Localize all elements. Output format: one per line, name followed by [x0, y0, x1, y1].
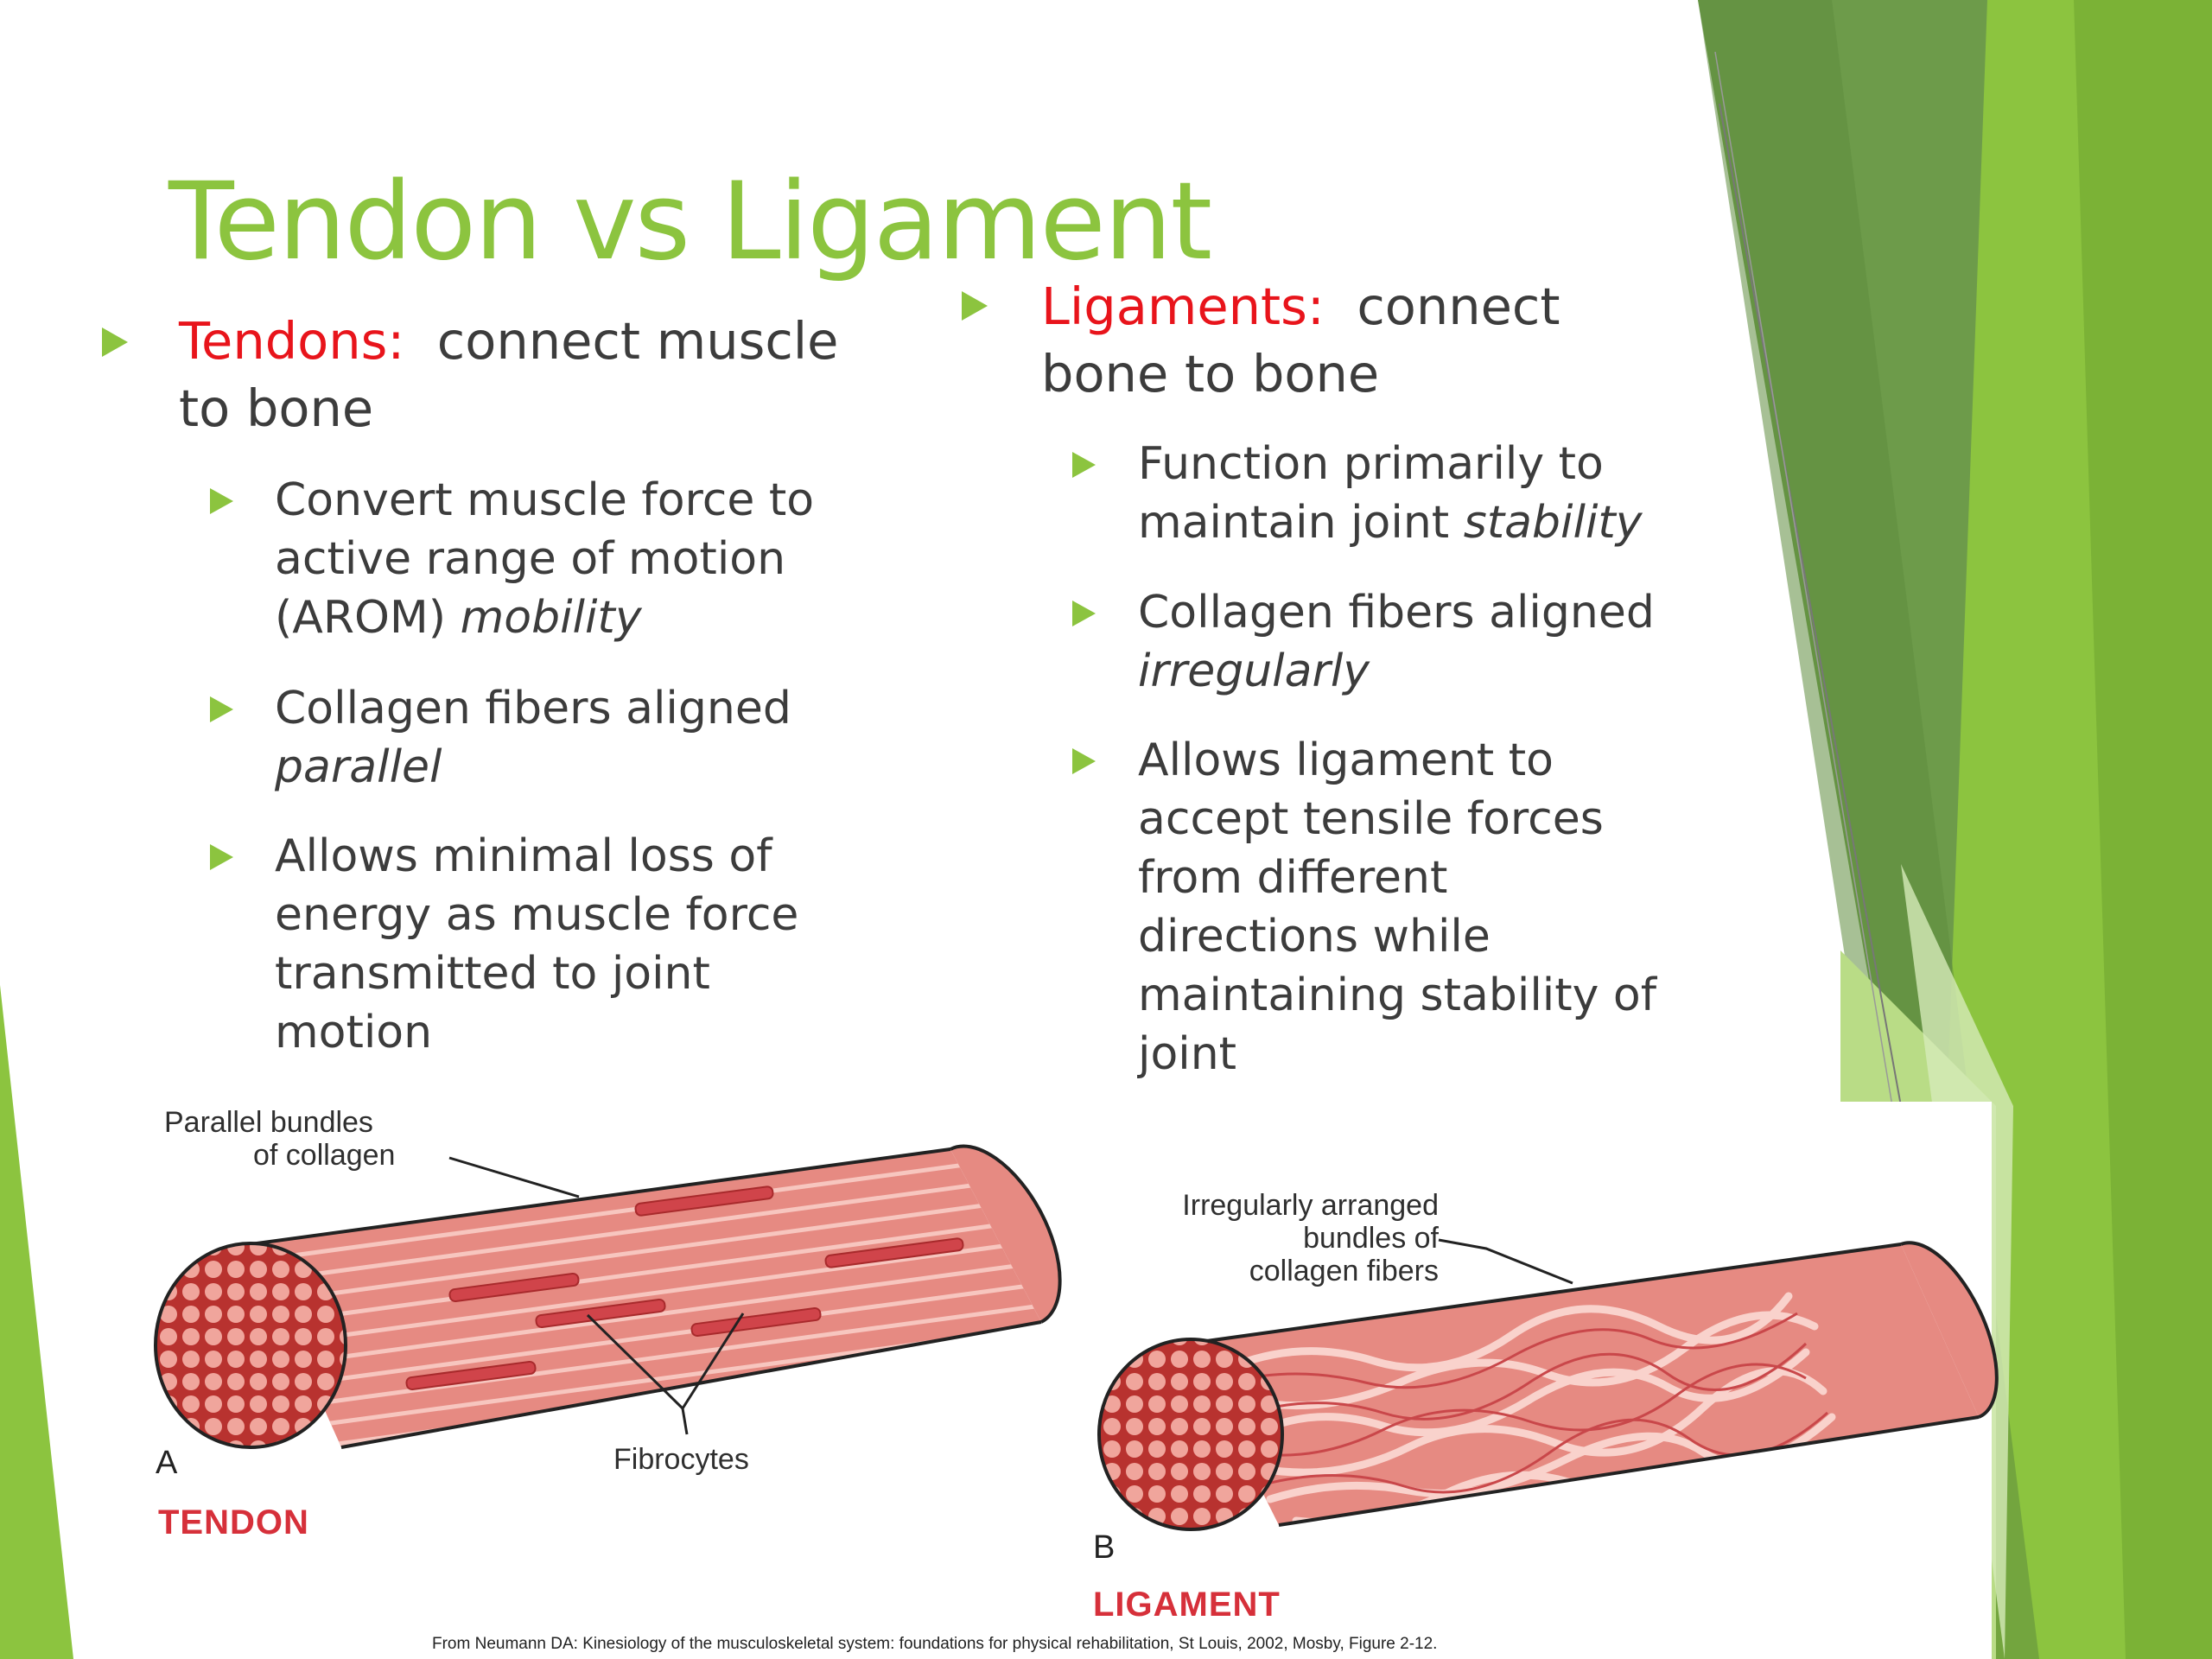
ligament-point-3-line-1: Allows ligament to — [1138, 734, 1554, 786]
tendon-illustration — [154, 1144, 1062, 1449]
bullet-icon — [1072, 601, 1096, 626]
ligament-label-line-2: bundles of — [1303, 1222, 1439, 1255]
tendon-point-2: Collagen fibers aligned parallel — [275, 679, 880, 797]
ligament-label: Irregularly arranged bundles of collagen… — [1097, 1189, 1439, 1287]
ligament-illustration — [1097, 1238, 1999, 1531]
tendon-point-2-italic: parallel — [275, 741, 442, 793]
figure-letter-b: B — [1093, 1529, 1116, 1566]
bullet-icon — [210, 488, 233, 514]
tendons-heading: Tendons: connect muscle to bone — [179, 308, 870, 442]
ligaments-line2: bone to bone — [1041, 344, 1380, 404]
figure-citation: From Neumann DA: Kinesiology of the musc… — [432, 1635, 1438, 1653]
ligament-point-3-line-5: maintaining stability of — [1138, 969, 1657, 1021]
ligament-point-3-line-4: directions while — [1138, 911, 1491, 963]
ligament-point-3-line-3: from different — [1138, 852, 1448, 904]
ligament-point-3: Allows ligament to accept tensile forces… — [1138, 731, 1760, 1084]
ligaments-line1: connect — [1357, 276, 1560, 336]
figure-letter-a: A — [156, 1445, 178, 1481]
tendon-label-line-2: of collagen — [253, 1139, 396, 1172]
tendon-point-1-line-1: Convert muscle force to — [275, 474, 815, 526]
ligaments-term: Ligaments: — [1041, 276, 1325, 336]
tendon-point-1-italic: mobility — [460, 592, 642, 644]
slide-title: Tendon vs Ligament — [168, 160, 1212, 284]
ligaments-heading: Ligaments: connect bone to bone — [1041, 273, 1732, 408]
bullet-icon — [1072, 748, 1096, 774]
bullet-icon — [102, 327, 128, 357]
ligament-point-1-line-2: maintain joint — [1138, 497, 1464, 549]
tendon-point-3-line-4: motion — [275, 1007, 433, 1058]
bullet-icon — [210, 844, 233, 870]
tendon-caption: TENDON — [158, 1503, 309, 1541]
ligament-label-line-1: Irregularly arranged — [1182, 1189, 1439, 1222]
tendons-term: Tendons: — [179, 311, 405, 371]
tendon-point-1: Convert muscle force to active range of … — [275, 471, 880, 647]
tendon-point-1-line-2: active range of motion — [275, 533, 786, 585]
ligament-point-3-line-2: accept tensile forces — [1138, 793, 1604, 845]
tendon-point-1-line-3: (AROM) — [275, 592, 461, 644]
tendon-point-2-line-1: Collagen fibers aligned — [275, 683, 791, 734]
tendon-point-3: Allows minimal loss of energy as muscle … — [275, 827, 880, 1062]
bullet-icon — [210, 696, 233, 722]
ligament-caption: LIGAMENT — [1093, 1586, 1281, 1624]
tendons-line2: to bone — [179, 378, 374, 438]
bullet-icon — [962, 291, 988, 321]
tendon-point-3-line-3: transmitted to joint — [275, 948, 710, 1000]
tendon-point-3-line-2: energy as muscle force — [275, 889, 799, 941]
tendon-point-3-line-1: Allows minimal loss of — [275, 830, 772, 882]
ligament-label-line-3: collagen fibers — [1249, 1255, 1439, 1287]
ligament-point-1-line-1: Function primarily to — [1138, 438, 1604, 490]
bullet-icon — [1072, 452, 1096, 478]
fibrocytes-label: Fibrocytes — [613, 1443, 749, 1476]
tendons-line1: connect muscle — [436, 311, 839, 371]
ligament-point-2-line-1: Collagen fibers aligned — [1138, 587, 1655, 639]
ligament-point-1: Function primarily to maintain joint sta… — [1138, 435, 1743, 552]
ligament-point-1-italic: stability — [1463, 497, 1643, 549]
ligament-point-2-italic: irregularly — [1138, 645, 1370, 697]
ligament-point-2: Collagen fibers aligned irregularly — [1138, 583, 1743, 701]
tendon-label: Parallel bundles of collagen — [164, 1106, 395, 1172]
tendon-label-line-1: Parallel bundles — [164, 1106, 373, 1139]
ligament-point-3-line-6: joint — [1138, 1028, 1237, 1080]
